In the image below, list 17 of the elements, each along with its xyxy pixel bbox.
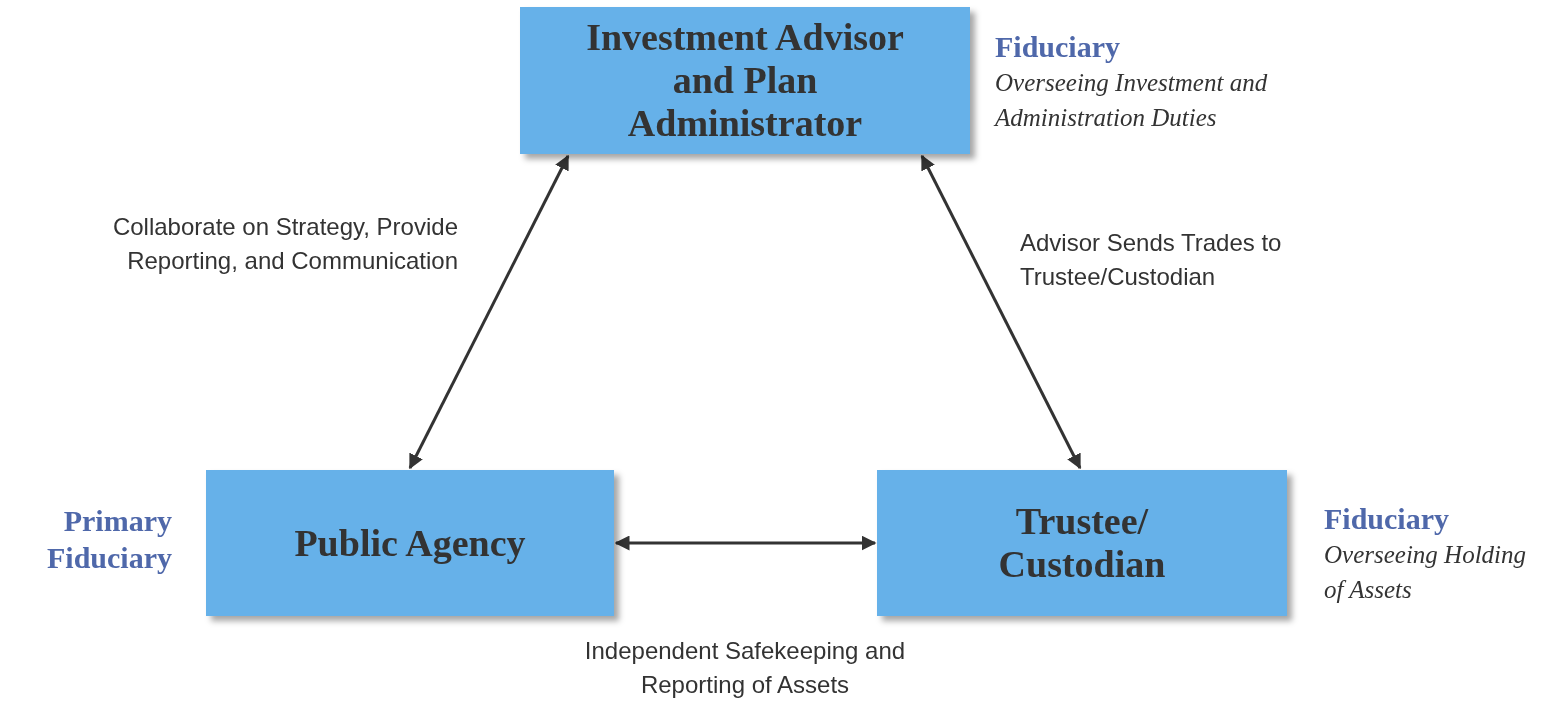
role-heading: Fiduciary [995,29,1121,65]
role-heading: Fiduciary [1324,501,1450,537]
double-arrow [920,154,1082,470]
role-box [877,470,1287,616]
role-title: Public Agency [294,521,526,565]
role-box [206,470,614,616]
edge-label: Collaborate on Strategy, Provide Reporting, and Communication [111,212,458,276]
role-title: Trustee/ Custodian [997,500,1167,586]
role-heading: Primary Fiduciary [46,503,172,576]
edge-label: Advisor Sends Trades to Trustee/Custodian [1020,228,1283,292]
role-box [520,7,970,154]
double-arrow [408,154,570,470]
role-description: Overseeing Holding of Assets [1324,540,1528,605]
double-arrow [614,535,877,551]
edge-label: Independent Safekeeping and Reporting of Assets [583,636,907,700]
role-title: Investment Advisor and Plan Administrator [585,16,905,145]
role-description: Overseeing Investment and Administration Duties [995,68,1269,133]
